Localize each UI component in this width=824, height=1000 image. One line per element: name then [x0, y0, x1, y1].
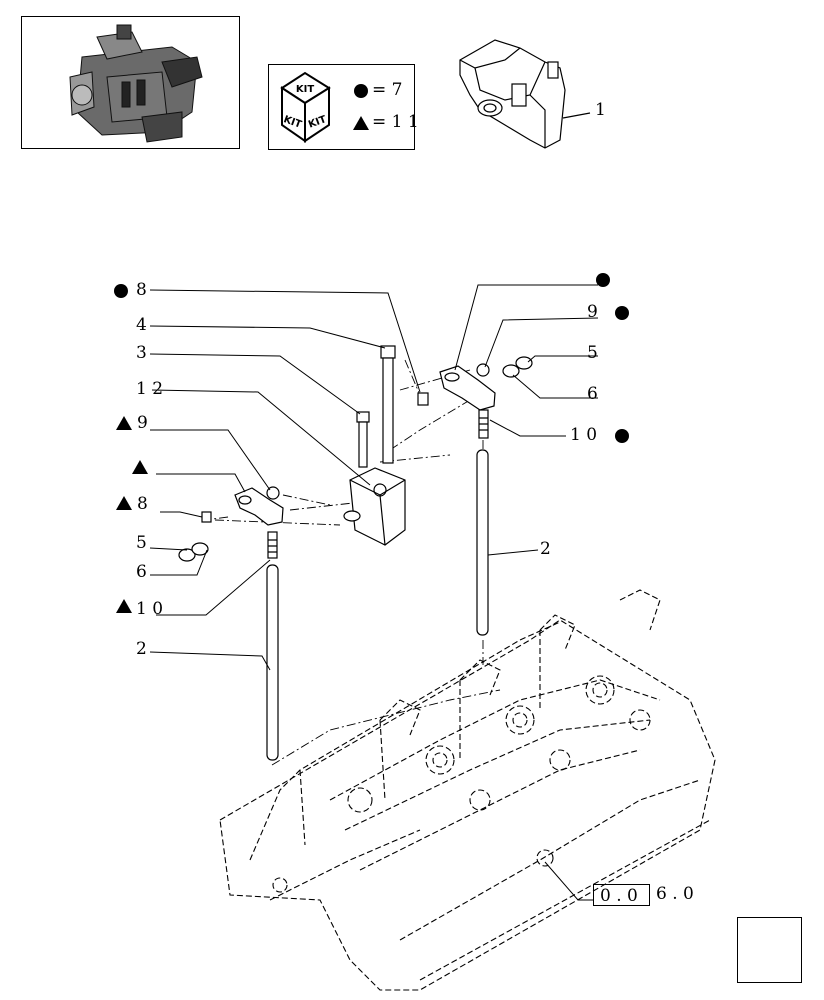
label-part-8-triangle: 8: [137, 494, 148, 514]
previous-page-button[interactable]: [737, 917, 802, 983]
bolt-icons: [356, 345, 396, 468]
label-part-6-left: 6: [136, 562, 147, 582]
rocker-arm-right-icon: [439, 363, 496, 439]
reference-rest-text: 6 . 0: [656, 884, 694, 904]
label-part-1: 1: [595, 100, 606, 120]
label-part-2-left: 2: [136, 639, 147, 659]
kit-cube-icon: KIT KIT KIT: [280, 71, 369, 143]
engine-thumbnail-frame[interactable]: [21, 16, 240, 149]
label-part-6-right: 6: [587, 384, 598, 404]
label-part-9-circle: 9: [587, 302, 598, 322]
label-part-10-triangle: 1 0: [136, 599, 164, 619]
label-part-5-left: 5: [136, 533, 147, 553]
label-part-3: 3: [136, 343, 147, 363]
label-part-9-triangle: 9: [137, 413, 148, 433]
filled-circle-marker-icon: [354, 84, 368, 98]
rocker-arm-left-icon: [234, 486, 284, 559]
label-part-5-right: 5: [587, 343, 598, 363]
filled-triangle-marker-icon: [353, 116, 369, 130]
cylinder-head-icon: [219, 589, 716, 991]
label-part-10-circle: 1 0: [570, 425, 598, 445]
kit-top-text: KIT: [296, 84, 314, 95]
circle-count: = 7: [372, 80, 403, 100]
rocker-support-assembly-icon: [459, 39, 591, 149]
kit-legend-frame: KIT KIT KIT = 7 = 1 1: [268, 64, 419, 150]
label-part-2-right: 2: [540, 539, 551, 559]
label-part-12: 1 2: [136, 379, 164, 399]
reference-boxed-text[interactable]: 0 . 0: [600, 886, 638, 906]
reference-link-box[interactable]: [593, 884, 650, 906]
triangle-count: = 1 1: [372, 112, 419, 132]
label-part-4: 4: [136, 315, 147, 335]
engine-thumbnail-icon: [69, 24, 203, 143]
rocker-shaft-support-icon: [343, 467, 406, 546]
label-part-8-circle: 8: [136, 280, 147, 300]
